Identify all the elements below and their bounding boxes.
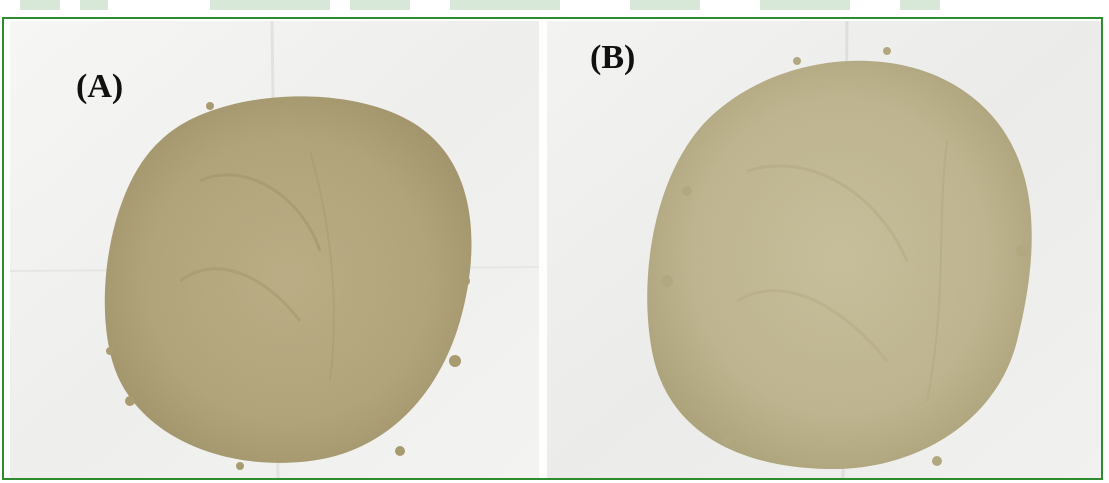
powder-photo-a (10, 21, 539, 478)
photo-panel-b (547, 21, 1101, 478)
cropped-header-strip (0, 0, 1109, 17)
powder-photo-b (547, 21, 1101, 478)
cropped-header-graphic (0, 0, 1109, 17)
panel-label-b: (B) (590, 39, 636, 76)
figure-frame (2, 17, 1103, 480)
panel-label-a: (A) (76, 68, 124, 105)
photo-panel-a (10, 21, 539, 478)
